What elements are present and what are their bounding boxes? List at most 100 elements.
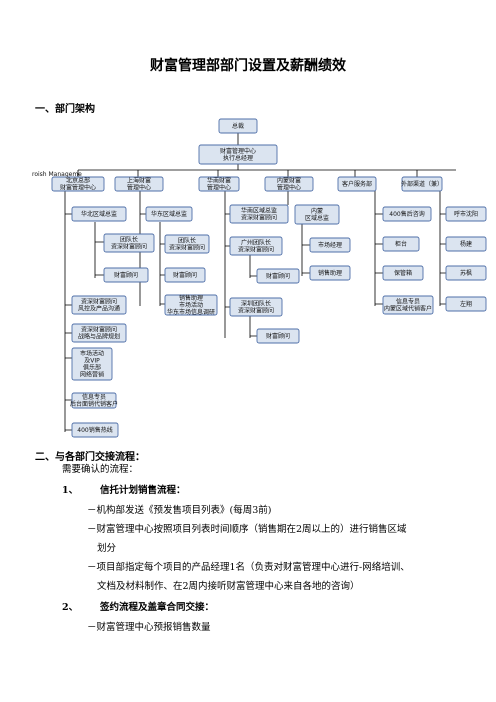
org-node-kefu-3-label: 内蒙区域代销客户 — [384, 305, 432, 313]
org-node-beijing-0-box — [71, 206, 127, 222]
org-node-kefu-0-box — [382, 206, 432, 222]
org-node-beijing-3-box — [71, 347, 113, 381]
org-node-kefu-2-box — [382, 265, 424, 281]
org-node-branch-3-label: 内蒙财富 — [277, 177, 301, 185]
org-node-huanan-0-label: 华南区域总监 — [241, 207, 277, 215]
org-node-beijing-1-label: 风控及产品沟通 — [78, 305, 120, 313]
section-heading-structure: 一、部门架构 — [35, 104, 95, 115]
org-node-waibu-0: 呼市沈阳 — [445, 206, 487, 222]
org-node-root-box — [218, 118, 258, 134]
item-1-line: －项目部指定每个项目的产品经理1名（负责对财富管理中心进行-网络培训、 — [87, 562, 410, 573]
section-heading-handover: 二、与各部门交接流程： — [35, 452, 145, 463]
org-node-shanghai-3-box — [164, 294, 218, 316]
org-node-waibu-2-box — [445, 265, 487, 281]
item-1-line: 划分 — [97, 543, 117, 554]
org-node-kefu-0: 400售后咨询 — [382, 206, 432, 222]
org-node-waibu-3: 左翔 — [445, 296, 487, 312]
org-node-beijing-1-label: 资深财富顾问 — [81, 298, 117, 306]
item-2-heading: 签约流程及盖章合同交接： — [100, 602, 215, 613]
org-node-shanghai-0-box — [145, 206, 193, 222]
org-node-huanan-2-label: 财富顾问 — [266, 272, 290, 280]
org-node-beijing-4-label: 信息专员 — [82, 393, 106, 401]
org-node-branch-0-label: 财富管理中心 — [60, 184, 96, 192]
org-node-waibu-2-label: 苏枫 — [460, 269, 472, 277]
org-node-beijing-team-1-label: 财富顾问 — [114, 271, 138, 279]
org-node-beijing-team-0-label: 团队长 — [120, 236, 138, 244]
org-node-shanghai-1-label: 团队长 — [178, 237, 196, 245]
org-node-beijing-team-1-box — [103, 267, 149, 283]
org-node-center-box — [198, 144, 278, 165]
org-node-beijing-5-box — [71, 422, 119, 438]
org-node-shanghai-1-label: 资深财富顾问 — [169, 244, 205, 252]
org-node-shanghai-3-label: 市场活动 — [179, 301, 203, 309]
org-node-huanan-3-label: 资深财富顾问 — [238, 307, 274, 315]
org-node-branch-1-label: 管理中心 — [127, 184, 151, 192]
org-node-huanan-4-label: 财富顾问 — [266, 332, 290, 340]
org-node-huanan-3-box — [229, 297, 283, 317]
org-node-beijing-5: 400销售热线 — [71, 422, 119, 438]
org-node-shanghai-1-box — [164, 234, 210, 254]
org-node-branch-2-label: 管理中心 — [207, 184, 231, 192]
chart-wires — [64, 133, 456, 432]
org-node-root: 总裁 — [218, 118, 258, 134]
org-node-branch-3-box — [264, 176, 314, 192]
org-node-kefu-1: 柜台 — [382, 236, 420, 252]
org-node-beijing-2-label: 资深财富顾问 — [81, 326, 117, 334]
org-node-shanghai-2-box — [164, 267, 206, 283]
intro-text: 需要确认的流程： — [62, 464, 139, 475]
item-1-line: 文档及材料制作、在2周内接听财富管理中心来自各地的咨询） — [97, 581, 360, 592]
org-node-waibu-1-label: 杨建 — [460, 240, 472, 248]
org-node-beijing-2-label: 战略与品牌规划 — [78, 333, 120, 341]
org-node-shanghai-2-label: 财富顾问 — [173, 271, 197, 279]
org-node-waibu-0-label: 呼市沈阳 — [454, 210, 478, 218]
org-node-shanghai-0-label: 华东区域总监 — [151, 210, 187, 218]
org-node-huanan-1-box — [229, 236, 283, 256]
org-node-beijing-3-label: 网络营销 — [80, 371, 104, 379]
org-node-beijing-team-0-label: 资深财富顾问 — [111, 243, 147, 251]
org-node-kefu-0-label: 400售后咨询 — [389, 210, 424, 218]
org-node-branch-4: 客户服务部 — [337, 176, 377, 192]
item-1-line: －机构部发送《预发售项目列表》(每周3前) — [87, 505, 272, 516]
org-node-branch-4-label: 客户服务部 — [342, 180, 372, 188]
org-node-beijing-5-label: 400销售热线 — [77, 426, 112, 434]
org-node-beijing-4-label: 后台面销代销客户 — [70, 400, 118, 408]
item-1-number: 1、 — [62, 485, 79, 496]
org-node-kefu-3-box — [382, 295, 434, 315]
org-node-neimeng-1-box — [309, 237, 351, 253]
org-node-huanan-3-label: 深圳团队长 — [241, 300, 271, 308]
org-node-branch-4-box — [337, 176, 377, 192]
org-node-neimeng-2: 销售助理 — [309, 265, 351, 281]
org-node-beijing-1-box — [71, 295, 127, 315]
org-node-huanan-0-label: 资深财富顾问 — [241, 214, 277, 222]
page-title: 财富管理部部门设置及薪酬绩效 — [150, 58, 346, 74]
org-node-neimeng-1-label: 市场经理 — [318, 241, 342, 249]
org-node-neimeng-2-label: 销售助理 — [318, 269, 342, 277]
org-node-branch-1-label: 上海财富 — [127, 177, 151, 185]
org-node-beijing-team-0-box — [103, 233, 155, 253]
org-node-waibu-3-label: 左翔 — [460, 300, 472, 308]
org-node-kefu-2-label: 保管箱 — [394, 269, 412, 277]
org-node-shanghai-3-label: 销售助理 — [179, 294, 203, 302]
org-node-beijing-3-label: 及VIP — [84, 358, 100, 365]
org-node-beijing-0: 华北区域总监 — [71, 206, 127, 222]
org-node-huanan-1-label: 广州团队长 — [241, 239, 271, 247]
org-node-neimeng-0-box — [294, 204, 340, 225]
org-node-huanan-4: 财富顾问 — [256, 328, 300, 344]
org-node-branch-3-label: 管理中心 — [277, 184, 301, 192]
org-node-branch-5-box — [401, 176, 443, 192]
org-node-beijing-3-label: 市场活动 — [80, 350, 104, 358]
